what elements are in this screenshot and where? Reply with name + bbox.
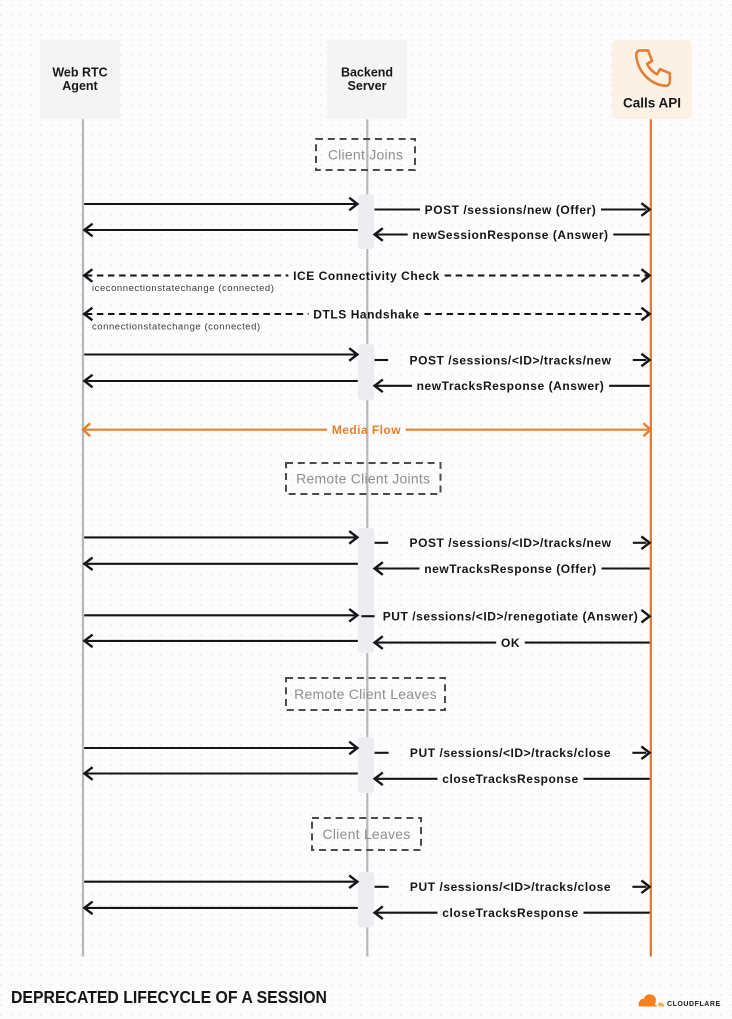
svg-text:OK: OK <box>501 636 520 650</box>
svg-text:closeTracksResponse: closeTracksResponse <box>442 772 579 786</box>
svg-text:PUT /sessions/<ID>/tracks/clos: PUT /sessions/<ID>/tracks/close <box>410 880 611 894</box>
svg-text:PUT /sessions/<ID>/tracks/clos: PUT /sessions/<ID>/tracks/close <box>410 746 611 760</box>
svg-text:connectionstatechange (connect: connectionstatechange (connected) <box>92 322 261 333</box>
svg-text:Server: Server <box>348 79 387 93</box>
svg-text:DEPRECATED LIFECYCLE OF A SESS: DEPRECATED LIFECYCLE OF A SESSION <box>11 987 327 1007</box>
svg-text:newTracksResponse (Offer): newTracksResponse (Offer) <box>424 562 596 576</box>
svg-text:ICE Connectivity Check: ICE Connectivity Check <box>293 269 440 283</box>
svg-text:newTracksResponse (Answer): newTracksResponse (Answer) <box>417 379 605 393</box>
svg-text:Client Joins: Client Joins <box>328 147 403 163</box>
svg-text:DTLS Handshake: DTLS Handshake <box>313 307 419 321</box>
svg-text:Client Leaves: Client Leaves <box>322 826 410 842</box>
svg-text:Web RTC: Web RTC <box>52 66 107 80</box>
svg-text:Remote Client Leaves: Remote Client Leaves <box>294 686 437 702</box>
svg-text:CLOUDFLARE: CLOUDFLARE <box>667 1001 721 1008</box>
svg-text:POST /sessions/<ID>/tracks/new: POST /sessions/<ID>/tracks/new <box>410 536 612 550</box>
svg-text:Media Flow: Media Flow <box>332 423 401 437</box>
svg-text:Backend: Backend <box>341 66 393 80</box>
svg-text:Calls API: Calls API <box>623 95 681 110</box>
svg-text:Agent: Agent <box>62 79 98 93</box>
svg-text:POST /sessions/new (Offer): POST /sessions/new (Offer) <box>425 203 597 217</box>
svg-text:iceconnectionstatechange (conn: iceconnectionstatechange (connected) <box>92 283 274 294</box>
svg-text:PUT /sessions/<ID>/renegotiate: PUT /sessions/<ID>/renegotiate (Answer) <box>383 610 639 624</box>
svg-text:POST /sessions/<ID>/tracks/new: POST /sessions/<ID>/tracks/new <box>410 353 612 367</box>
svg-text:Remote Client Joints: Remote Client Joints <box>296 471 430 487</box>
svg-text:newSessionResponse (Answer): newSessionResponse (Answer) <box>412 228 608 242</box>
svg-text:closeTracksResponse: closeTracksResponse <box>442 906 579 920</box>
